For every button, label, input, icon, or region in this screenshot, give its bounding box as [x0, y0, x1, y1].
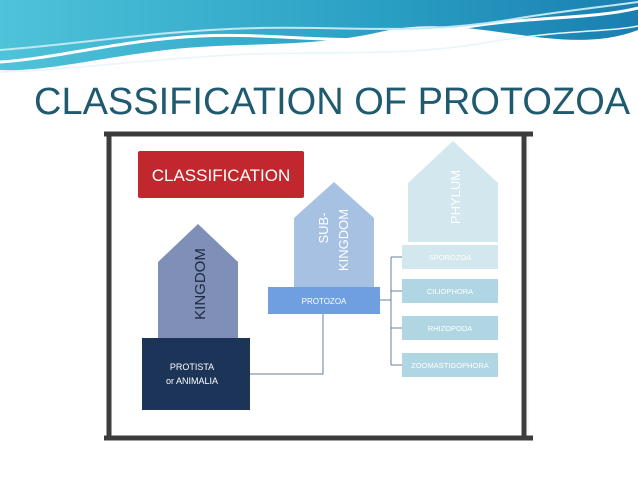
phylum-box-zoomastigophora [402, 353, 498, 377]
subkingdom-label-line1: SUB- [316, 212, 331, 243]
kingdom-arrow [158, 224, 238, 338]
classification-header-box [138, 151, 304, 198]
phylum-sporozoa: SPOROZOA [429, 253, 472, 262]
phylum-box-rhizopoda [402, 316, 498, 340]
phylum-label: PHYLUM [448, 170, 463, 224]
classification-header-label: CLASSIFICATION [152, 166, 291, 185]
subkingdom-arrow [294, 182, 374, 288]
phylum-box-sporozoa [402, 245, 498, 269]
subkingdom-value-box [268, 287, 380, 314]
phylum-ciliophora: CILIOPHORA [427, 287, 473, 296]
subkingdom-label-line2: KINGDOM [336, 209, 351, 271]
kingdom-value-line2: or ANIMALIA [166, 376, 218, 386]
header-waves [0, 0, 638, 73]
connector-lines [250, 256, 402, 375]
phylum-box-ciliophora [402, 279, 498, 303]
phylum-rhizopoda: RHIZOPODA [428, 324, 473, 333]
subkingdom-value: PROTOZOA [302, 297, 347, 306]
slide-title: CLASSIFICATION OF PROTOZOA [34, 81, 631, 123]
kingdom-value-line1: PROTISTA [170, 362, 214, 372]
phylum-zoomastigophora: ZOOMASTIGOPHORA [411, 361, 489, 370]
kingdom-value-box [142, 338, 250, 410]
phylum-arrow [408, 141, 498, 242]
kingdom-label: KINGDOM [192, 248, 209, 320]
